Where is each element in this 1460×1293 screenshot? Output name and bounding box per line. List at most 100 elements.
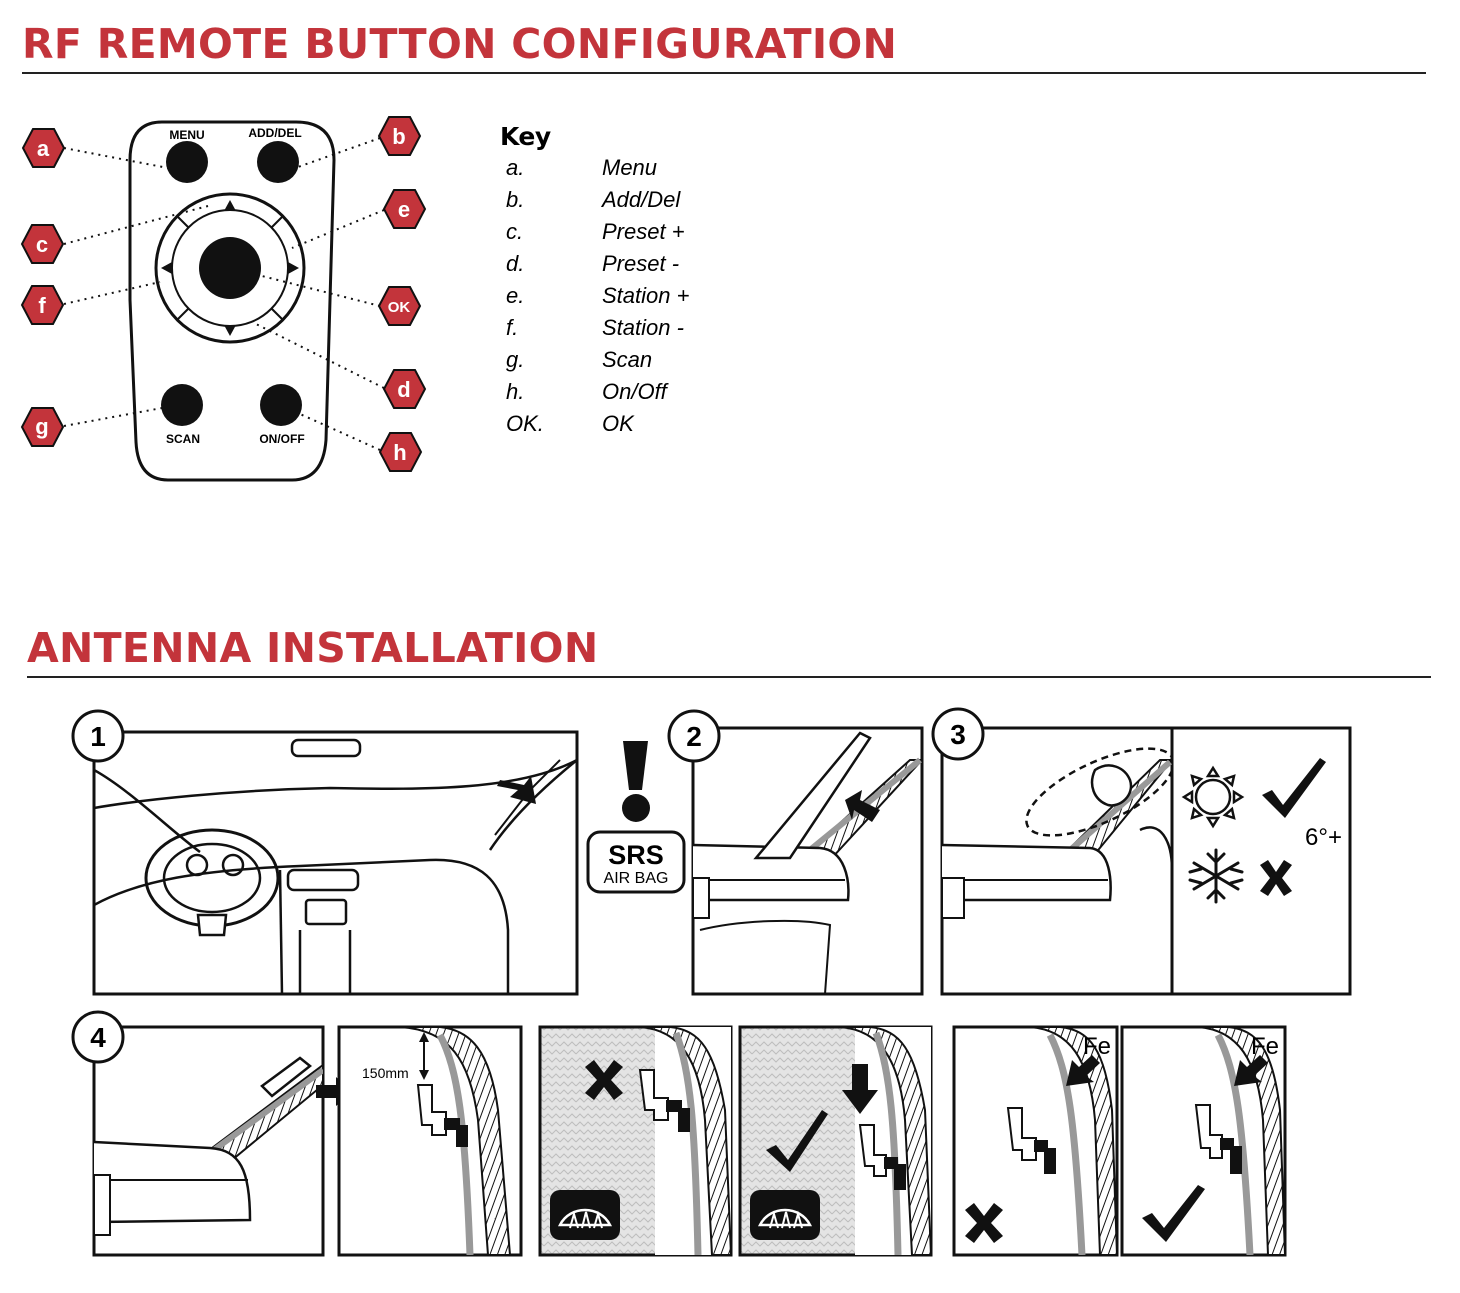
- scan-label: SCAN: [166, 432, 200, 446]
- callout-badge-b: [377, 116, 422, 156]
- check-icon: [766, 1110, 828, 1172]
- key-row: h. On/Off: [500, 379, 800, 411]
- key-row: a. Menu: [500, 155, 800, 187]
- station-left-arrow-icon[interactable]: [161, 262, 172, 274]
- key-row: OK.OK: [500, 411, 800, 443]
- key-row: e. Station +: [500, 283, 800, 315]
- key-letter: g.: [506, 347, 525, 372]
- key-letter: a.: [506, 155, 525, 180]
- key-letter: b.: [506, 187, 525, 212]
- step4-panel: 4: [71, 1010, 352, 1257]
- ok-button[interactable]: [199, 237, 261, 299]
- key-letter: d.: [506, 251, 525, 276]
- distance-label: 150mm: [362, 1065, 409, 1081]
- arrow-icon: [497, 776, 536, 804]
- airbag-label: AIR BAG: [604, 870, 669, 887]
- step1-number: 1: [90, 721, 106, 752]
- callout-d: d: [397, 377, 410, 402]
- step-badge: [71, 1010, 125, 1064]
- menu-label: MENU: [169, 128, 204, 142]
- antenna-section-title: ANTENNA INSTALLATION: [27, 624, 599, 672]
- callout-c: c: [36, 232, 48, 257]
- callout-h: h: [393, 440, 406, 465]
- callout-a: a: [37, 136, 50, 161]
- cross-icon: [1260, 860, 1292, 896]
- key-legend: Key a. Menu b. Add/Del c. Preset + d. Preset…: [500, 122, 800, 443]
- callout-ok: OK: [388, 299, 411, 316]
- key-letter: h.: [506, 379, 525, 404]
- remote-diagram: MENU ADD/DEL SCAN ON/OFF a b: [20, 116, 427, 482]
- metal-label: Fe: [1251, 1033, 1279, 1060]
- step4-number: 4: [90, 1022, 106, 1053]
- arrow-icon: [845, 790, 880, 822]
- metal-correct-panel: Fe: [1120, 1025, 1287, 1257]
- key-label: OK: [602, 411, 634, 436]
- key-label: Menu: [602, 155, 658, 180]
- key-label: Station +: [602, 283, 690, 308]
- key-row: d. Preset -: [500, 251, 800, 283]
- step2-number: 2: [686, 721, 702, 752]
- title-divider: [27, 676, 1431, 678]
- heated-window-correct-panel: [738, 1025, 933, 1257]
- key-row: b. Add/Del: [500, 187, 800, 219]
- key-label: Preset +: [602, 219, 685, 244]
- heated-window-wrong-panel: [538, 1025, 733, 1257]
- check-icon: [1262, 758, 1326, 818]
- preset-up-arrow-icon[interactable]: [224, 200, 236, 211]
- key-letter: e.: [506, 283, 525, 308]
- on-off-button[interactable]: [260, 384, 302, 426]
- distance-panel: 150mm: [337, 1025, 523, 1257]
- callout-badge-d: [382, 369, 427, 409]
- key-label: Add/Del: [602, 187, 681, 212]
- scan-button[interactable]: [161, 384, 203, 426]
- step1-panel: 1: [71, 709, 579, 996]
- callout-badge-h: [378, 432, 423, 472]
- preset-down-arrow-icon[interactable]: [224, 325, 236, 336]
- key-title: Key: [500, 122, 551, 151]
- callout-badge-ok: [377, 286, 422, 326]
- menu-button[interactable]: [166, 141, 208, 183]
- key-letter: f.: [506, 315, 519, 340]
- step-badge: [667, 709, 721, 763]
- step-badge: [71, 709, 125, 763]
- arrow-icon: [1066, 1055, 1100, 1086]
- title-divider: [22, 72, 1426, 74]
- key-row: c. Preset +: [500, 219, 800, 251]
- key-label: Station -: [602, 315, 684, 340]
- add-del-button[interactable]: [257, 141, 299, 183]
- step2-panel: 2: [667, 709, 924, 996]
- callout-badge-a: [21, 128, 66, 168]
- arrow-icon: [1234, 1055, 1268, 1086]
- key-label: Scan: [602, 347, 653, 372]
- callout-badge-e: [382, 189, 427, 229]
- temperature-label: 6°+: [1305, 824, 1342, 851]
- callout-badge-c: [20, 224, 65, 264]
- key-row: g. Scan: [500, 347, 800, 379]
- callout-badge-f: [20, 285, 65, 325]
- sun-icon: [1181, 765, 1245, 829]
- callout-f: f: [38, 293, 46, 318]
- cross-icon: [965, 1203, 1003, 1243]
- key-label: Preset -: [602, 251, 680, 276]
- step3-panel: 6°+ 3: [931, 707, 1352, 996]
- snowflake-icon: [1188, 848, 1244, 904]
- exclamation-icon: [623, 741, 648, 790]
- station-right-arrow-icon[interactable]: [288, 262, 299, 274]
- srs-warning: SRS AIR BAG: [586, 741, 686, 894]
- callout-g: g: [35, 414, 48, 439]
- callout-e: e: [398, 197, 410, 222]
- add-del-label: ADD/DEL: [248, 126, 301, 140]
- antenna-diagram: 1 SRS AIR BAG 2: [71, 707, 1352, 1257]
- remote-section-title: RF REMOTE BUTTON CONFIGURATION: [22, 20, 898, 68]
- check-icon: [1142, 1185, 1205, 1242]
- cross-icon: [585, 1060, 623, 1100]
- on-off-label: ON/OFF: [259, 432, 304, 446]
- key-row: f. Station -: [500, 315, 800, 347]
- callout-b: b: [392, 124, 405, 149]
- metal-wrong-panel: Fe: [952, 1025, 1119, 1257]
- key-label: On/Off: [602, 379, 667, 404]
- down-arrow-icon: [842, 1064, 878, 1114]
- srs-label: SRS: [608, 840, 664, 870]
- key-letter: c.: [506, 219, 524, 244]
- srs-badge: [586, 830, 686, 894]
